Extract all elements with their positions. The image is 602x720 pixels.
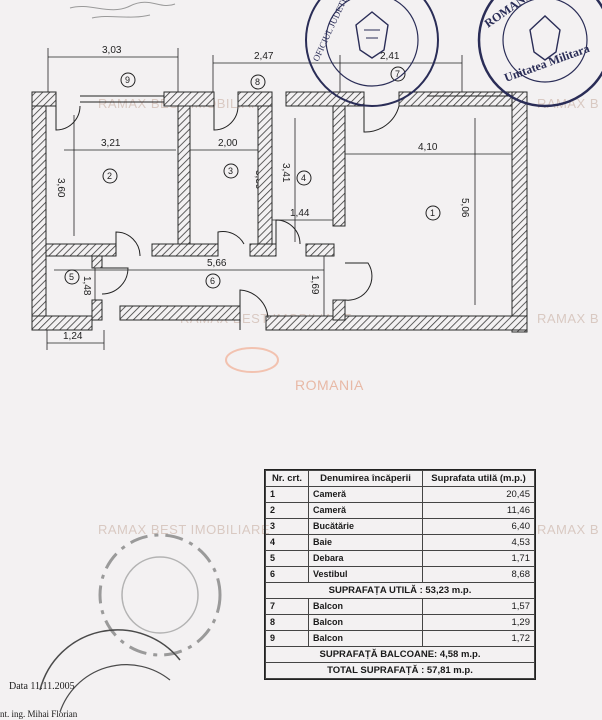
stamp-right-bottom-text: Unitatea Militara [502,41,591,85]
document-date: Data 11.11.2005 [9,681,75,692]
table-row: 5 Debara 1,71 [265,550,535,567]
faded-stamp-bottom [98,533,222,657]
balcony-total: SUPRAFAȚĂ BALCOANE: 4,58 m.p. [265,646,535,663]
room-area-table: Nr. crt. Denumirea încăperii Suprafata u… [265,470,535,679]
row-name: Cameră [308,486,423,503]
row-name: Bucătărie [308,518,423,535]
row-name: Debara [308,550,423,567]
row-area: 1,72 [422,630,535,647]
grand-total: TOTAL SUPRAFAȚĂ : 57,81 m.p. [265,662,535,679]
row-name: Balcon [308,630,423,647]
dim-vestibul-height: 1,69 [309,275,320,295]
header-name: Denumirea încăperii [308,470,423,487]
walls [31,91,528,333]
windows [80,95,512,103]
watermark-country: ROMANIA [295,377,364,393]
military-stamp: ROMANIA Unitatea Militara [477,0,602,108]
table-row: 7 Balcon 1,57 [265,598,535,615]
room-number-8: 8 [255,77,260,87]
dim-vestibul-width: 5,66 [207,258,227,269]
row-area: 4,53 [422,534,535,551]
dim-room5-height: 1,48 [81,276,92,296]
row-nr: 7 [265,598,309,615]
signature-stamp [39,629,181,713]
dim-room4-width: 1,44 [290,208,310,219]
watermark-brand-2: RAMAX B [537,96,599,111]
room-number-1: 1 [430,208,435,218]
row-area: 1,71 [422,550,535,567]
balcony-total-row: SUPRAFAȚĂ BALCOANE: 4,58 m.p. [265,646,535,663]
table-row: 9 Balcon 1,72 [265,630,535,647]
official-stamp-top: OFICIUL JUDETEAN DE CADASTRU [305,0,439,107]
row-nr: 2 [265,502,309,519]
watermark-logo [225,347,279,373]
room-number-4: 4 [301,173,306,183]
row-nr: 8 [265,614,309,631]
row-area: 8,68 [422,566,535,583]
dim-top-middle: 2,47 [254,51,274,62]
grand-total-row: TOTAL SUPRAFAȚĂ : 57,81 m.p. [265,662,535,679]
row-area: 6,40 [422,518,535,535]
area-table: Nr. crt. Denumirea încăperii Suprafata u… [264,469,536,680]
row-area: 11,46 [422,502,535,519]
room-labels: 9 8 7 2 3 4 1 5 6 [64,66,441,289]
dim-room2-height: 3,60 [55,178,66,198]
watermark-brand-5: RAMAX BEST IMOBILIARE [98,522,270,537]
dim-bottom-left: 1,24 [63,331,83,342]
row-nr: 3 [265,518,309,535]
table-row: 3 Bucătărie 6,40 [265,518,535,535]
row-nr: 5 [265,550,309,567]
dim-room2-width: 3,21 [101,138,121,149]
room-number-9: 9 [125,75,130,85]
door-swings [55,105,400,330]
row-area: 1,57 [422,598,535,615]
dim-top-right: 2,41 [380,51,400,62]
room-number-6: 6 [210,276,215,286]
row-nr: 6 [265,566,309,583]
dim-top-left: 3,03 [102,45,122,56]
room-number-3: 3 [228,166,233,176]
row-nr: 4 [265,534,309,551]
room-number-5: 5 [69,272,74,282]
table-row: 8 Balcon 1,29 [265,614,535,631]
room-number-7: 7 [395,69,400,79]
header-nr: Nr. crt. [265,470,309,487]
row-nr: 1 [265,486,309,503]
dim-room1-width: 4,10 [418,142,438,153]
table-row: 4 Baie 4,53 [265,534,535,551]
top-handwriting [69,1,176,19]
row-area: 1,29 [422,614,535,631]
table-row: 2 Cameră 11,46 [265,502,535,519]
table-header-row: Nr. crt. Denumirea încăperii Suprafata u… [265,470,535,487]
row-name: Balcon [308,614,423,631]
room-number-2: 2 [107,171,112,181]
table-row: 1 Cameră 20,45 [265,486,535,503]
row-name: Cameră [308,502,423,519]
stamp-top-text: OFICIUL JUDETEAN DE CADASTRU [311,0,383,63]
row-name: Balcon [308,598,423,615]
dim-room4-height: 3,41 [280,163,291,183]
row-nr: 9 [265,630,309,647]
useful-total-row: SUPRAFAȚA UTILĂ : 53,23 m.p. [265,582,535,599]
row-area: 20,45 [422,486,535,503]
useful-total: SUPRAFAȚA UTILĂ : 53,23 m.p. [265,582,535,599]
table-row: 6 Vestibul 8,68 [265,566,535,583]
signer-name: nt. ing. Mihai Florian [0,709,78,719]
dim-room3-width: 2,00 [218,138,238,149]
row-name: Baie [308,534,423,551]
dim-room1-height: 5,06 [459,198,470,218]
row-name: Vestibul [308,566,423,583]
watermark-brand-4: RAMAX B [537,311,599,326]
header-area: Suprafata utilă (m.p.) [422,470,535,487]
watermark-brand-6: RAMAX B [537,522,599,537]
